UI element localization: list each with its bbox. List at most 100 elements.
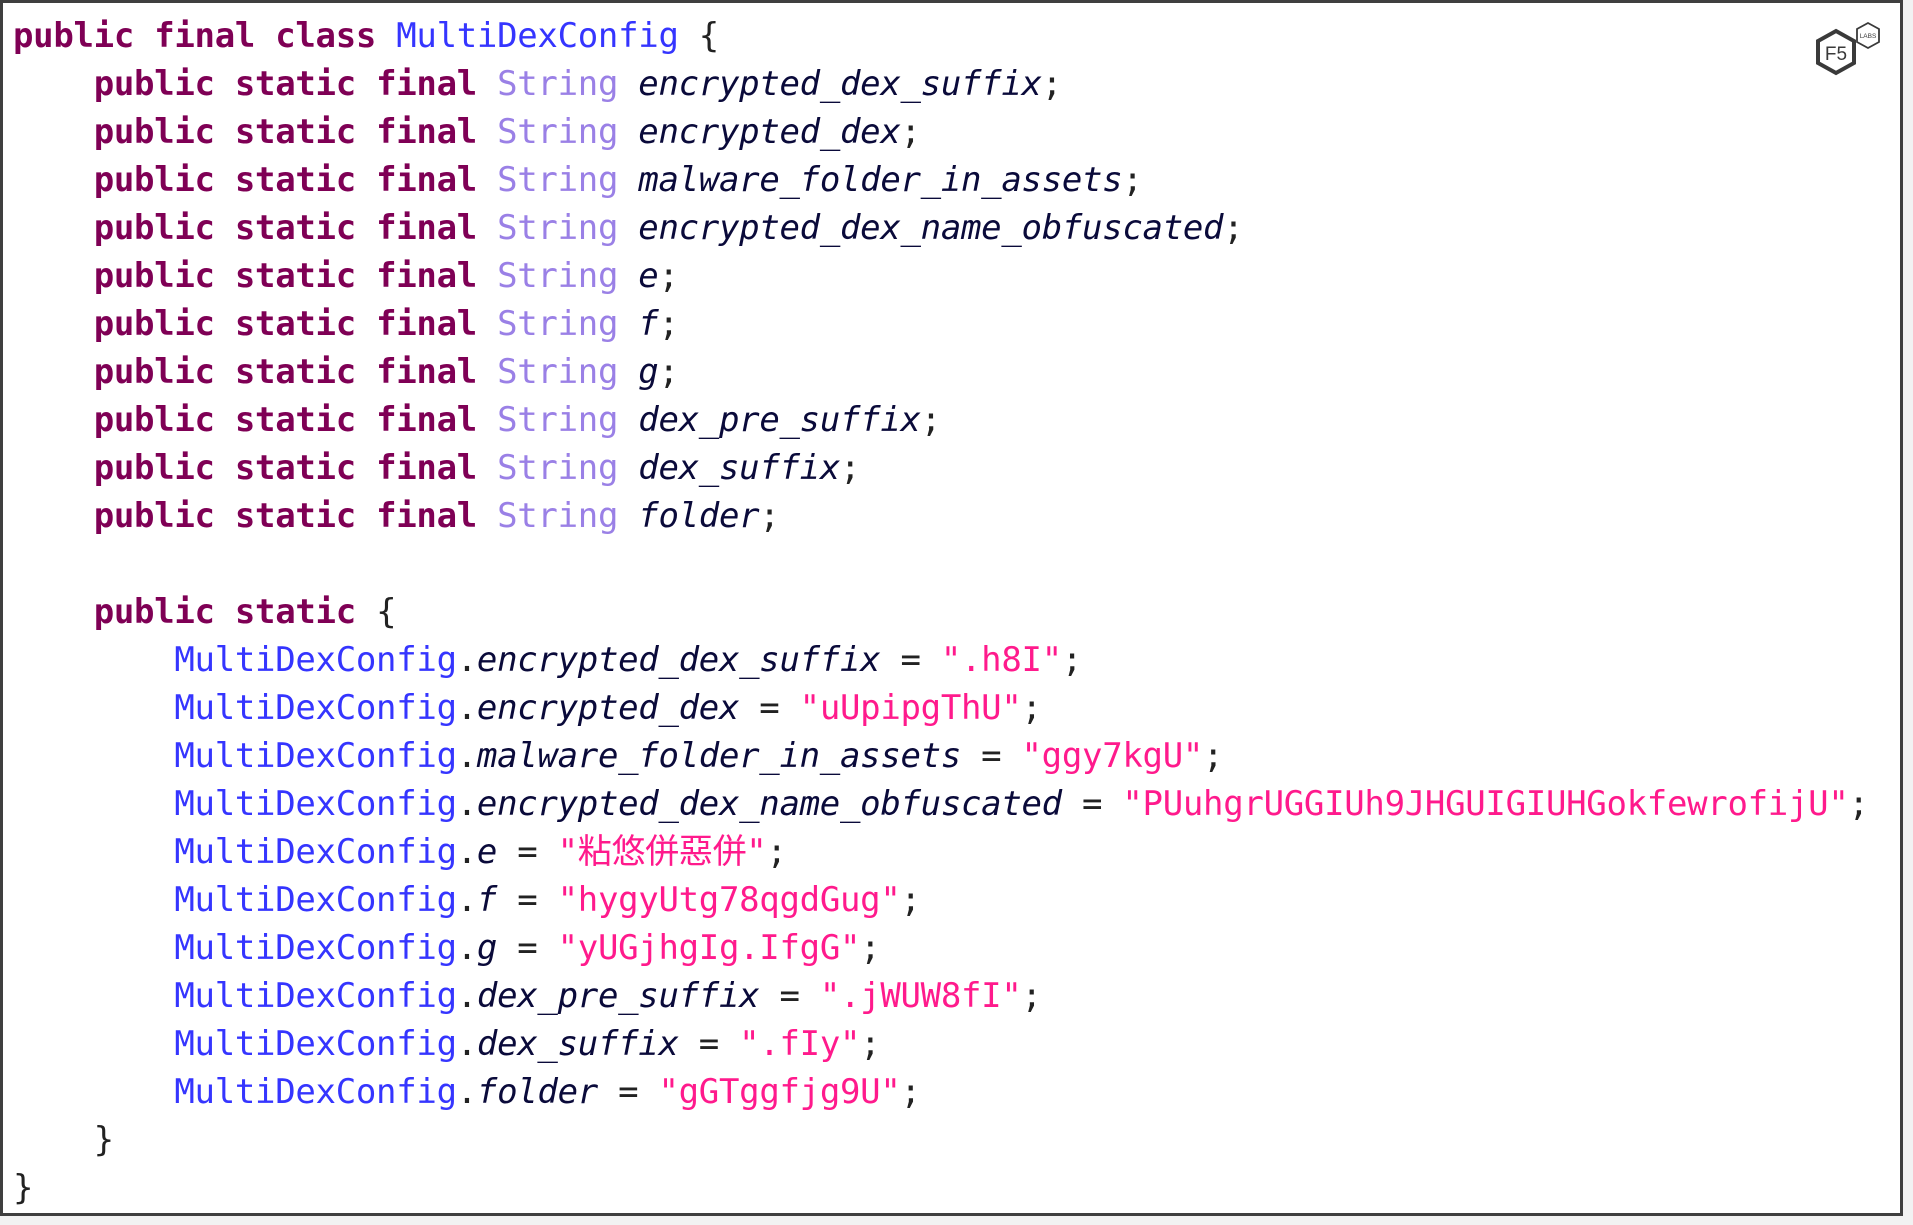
punctuation <box>13 928 174 968</box>
string-literal: "gGTggfjg9U" <box>658 1072 901 1112</box>
string-literal: "hygyUtg78qgdGug" <box>557 880 901 920</box>
code-line: public static final String dex_pre_suffi… <box>13 396 1869 444</box>
punctuation <box>13 688 174 728</box>
punctuation <box>13 448 94 488</box>
punctuation <box>13 592 94 632</box>
code-line: MultiDexConfig.encrypted_dex = "uUpipgTh… <box>13 684 1869 732</box>
field-name: g <box>476 928 498 968</box>
keyword: public static final <box>93 448 498 488</box>
field-name: malware_folder_in_assets <box>638 160 1123 200</box>
field-name: encrypted_dex_suffix <box>476 640 881 680</box>
operator: = <box>597 1072 659 1112</box>
operator: = <box>1061 784 1123 824</box>
punctuation: ; <box>900 880 921 920</box>
punctuation: ; <box>766 832 787 872</box>
code-line: public static { <box>13 588 1869 636</box>
punctuation: . <box>456 928 477 968</box>
punctuation: ; <box>860 1024 881 1064</box>
punctuation <box>13 736 174 776</box>
code-line: MultiDexConfig.encrypted_dex_name_obfusc… <box>13 780 1869 828</box>
code-line: public static final String dex_suffix; <box>13 444 1869 492</box>
punctuation <box>13 1072 174 1112</box>
class-name: MultiDexConfig <box>174 688 457 728</box>
keyword: public static final <box>93 160 498 200</box>
code-line: MultiDexConfig.dex_suffix = ".fIy"; <box>13 1020 1869 1068</box>
punctuation: ; <box>920 400 941 440</box>
punctuation: . <box>456 1024 477 1064</box>
type-name: String <box>497 304 639 344</box>
code-line: MultiDexConfig.g = "yUGjhgIg.IfgG"; <box>13 924 1869 972</box>
field-name: g <box>638 352 659 392</box>
code-line: MultiDexConfig.f = "hygyUtg78qgdGug"; <box>13 876 1869 924</box>
code-line <box>13 540 1869 588</box>
punctuation: . <box>456 784 477 824</box>
punctuation <box>13 304 94 344</box>
punctuation: ; <box>1021 976 1042 1016</box>
field-name: e <box>638 256 659 296</box>
type-name: String <box>497 208 639 248</box>
keyword: public static final <box>93 400 498 440</box>
field-name: folder <box>638 496 760 536</box>
string-literal: "ggy7kgU" <box>1021 736 1204 776</box>
code-line: public static final String encrypted_dex… <box>13 204 1869 252</box>
code-line: public static final String malware_folde… <box>13 156 1869 204</box>
punctuation: ; <box>658 256 679 296</box>
string-literal: ".jWUW8fI" <box>819 976 1022 1016</box>
string-literal: ".fIy" <box>739 1024 861 1064</box>
operator: = <box>880 640 941 680</box>
keyword: public static final <box>93 496 498 536</box>
punctuation: . <box>456 736 477 776</box>
punctuation: ; <box>1848 784 1869 824</box>
punctuation: ; <box>1021 688 1042 728</box>
punctuation: ; <box>658 352 679 392</box>
operator: = <box>497 880 558 920</box>
punctuation <box>13 208 94 248</box>
punctuation: } <box>13 1120 114 1160</box>
punctuation: { <box>678 16 719 56</box>
field-name: encrypted_dex_suffix <box>638 64 1042 104</box>
keyword: public static final <box>93 256 498 296</box>
punctuation <box>13 976 174 1016</box>
operator: = <box>759 976 820 1016</box>
logo-brand-text: F5 <box>1825 44 1847 65</box>
punctuation <box>13 256 94 296</box>
punctuation: . <box>456 640 477 680</box>
punctuation: ; <box>1041 64 1062 104</box>
punctuation: . <box>456 976 477 1016</box>
punctuation <box>13 640 174 680</box>
type-name: String <box>497 256 639 296</box>
field-name: f <box>638 304 659 344</box>
punctuation <box>13 160 94 200</box>
type-name: String <box>497 64 639 104</box>
string-literal: "uUpipgThU" <box>799 688 1022 728</box>
code-line: MultiDexConfig.e = "粘悠併惡併"; <box>13 828 1869 876</box>
code-line: } <box>13 1164 1869 1212</box>
field-name: encrypted_dex_name_obfuscated <box>476 784 1062 824</box>
type-name: String <box>497 112 639 152</box>
field-name: encrypted_dex_name_obfuscated <box>638 208 1224 248</box>
class-name: MultiDexConfig <box>174 784 457 824</box>
punctuation <box>13 64 94 104</box>
f5-labs-logo: F5 LABS <box>1816 21 1880 76</box>
code-line: public static final String g; <box>13 348 1869 396</box>
class-name: MultiDexConfig <box>174 976 457 1016</box>
code-line: MultiDexConfig.malware_folder_in_assets … <box>13 732 1869 780</box>
operator: = <box>739 688 800 728</box>
operator: = <box>961 736 1022 776</box>
punctuation: ; <box>840 448 861 488</box>
field-name: folder <box>476 1072 598 1112</box>
string-literal: "PUuhgrUGGIUh9JHGUIGIUHGokfewrofijU" <box>1122 784 1849 824</box>
keyword: public static final <box>93 64 498 104</box>
class-name: MultiDexConfig <box>174 736 457 776</box>
punctuation: ; <box>759 496 780 536</box>
field-name: encrypted_dex <box>476 688 740 728</box>
code-block: public final class MultiDexConfig { publ… <box>13 12 1869 1212</box>
punctuation: . <box>456 1072 477 1112</box>
code-line: public static final String f; <box>13 300 1869 348</box>
field-name: malware_folder_in_assets <box>476 736 961 776</box>
field-name: encrypted_dex <box>638 112 901 152</box>
type-name: String <box>497 496 639 536</box>
string-literal: ".h8I" <box>940 640 1062 680</box>
punctuation <box>13 352 94 392</box>
punctuation: ; <box>1203 736 1224 776</box>
